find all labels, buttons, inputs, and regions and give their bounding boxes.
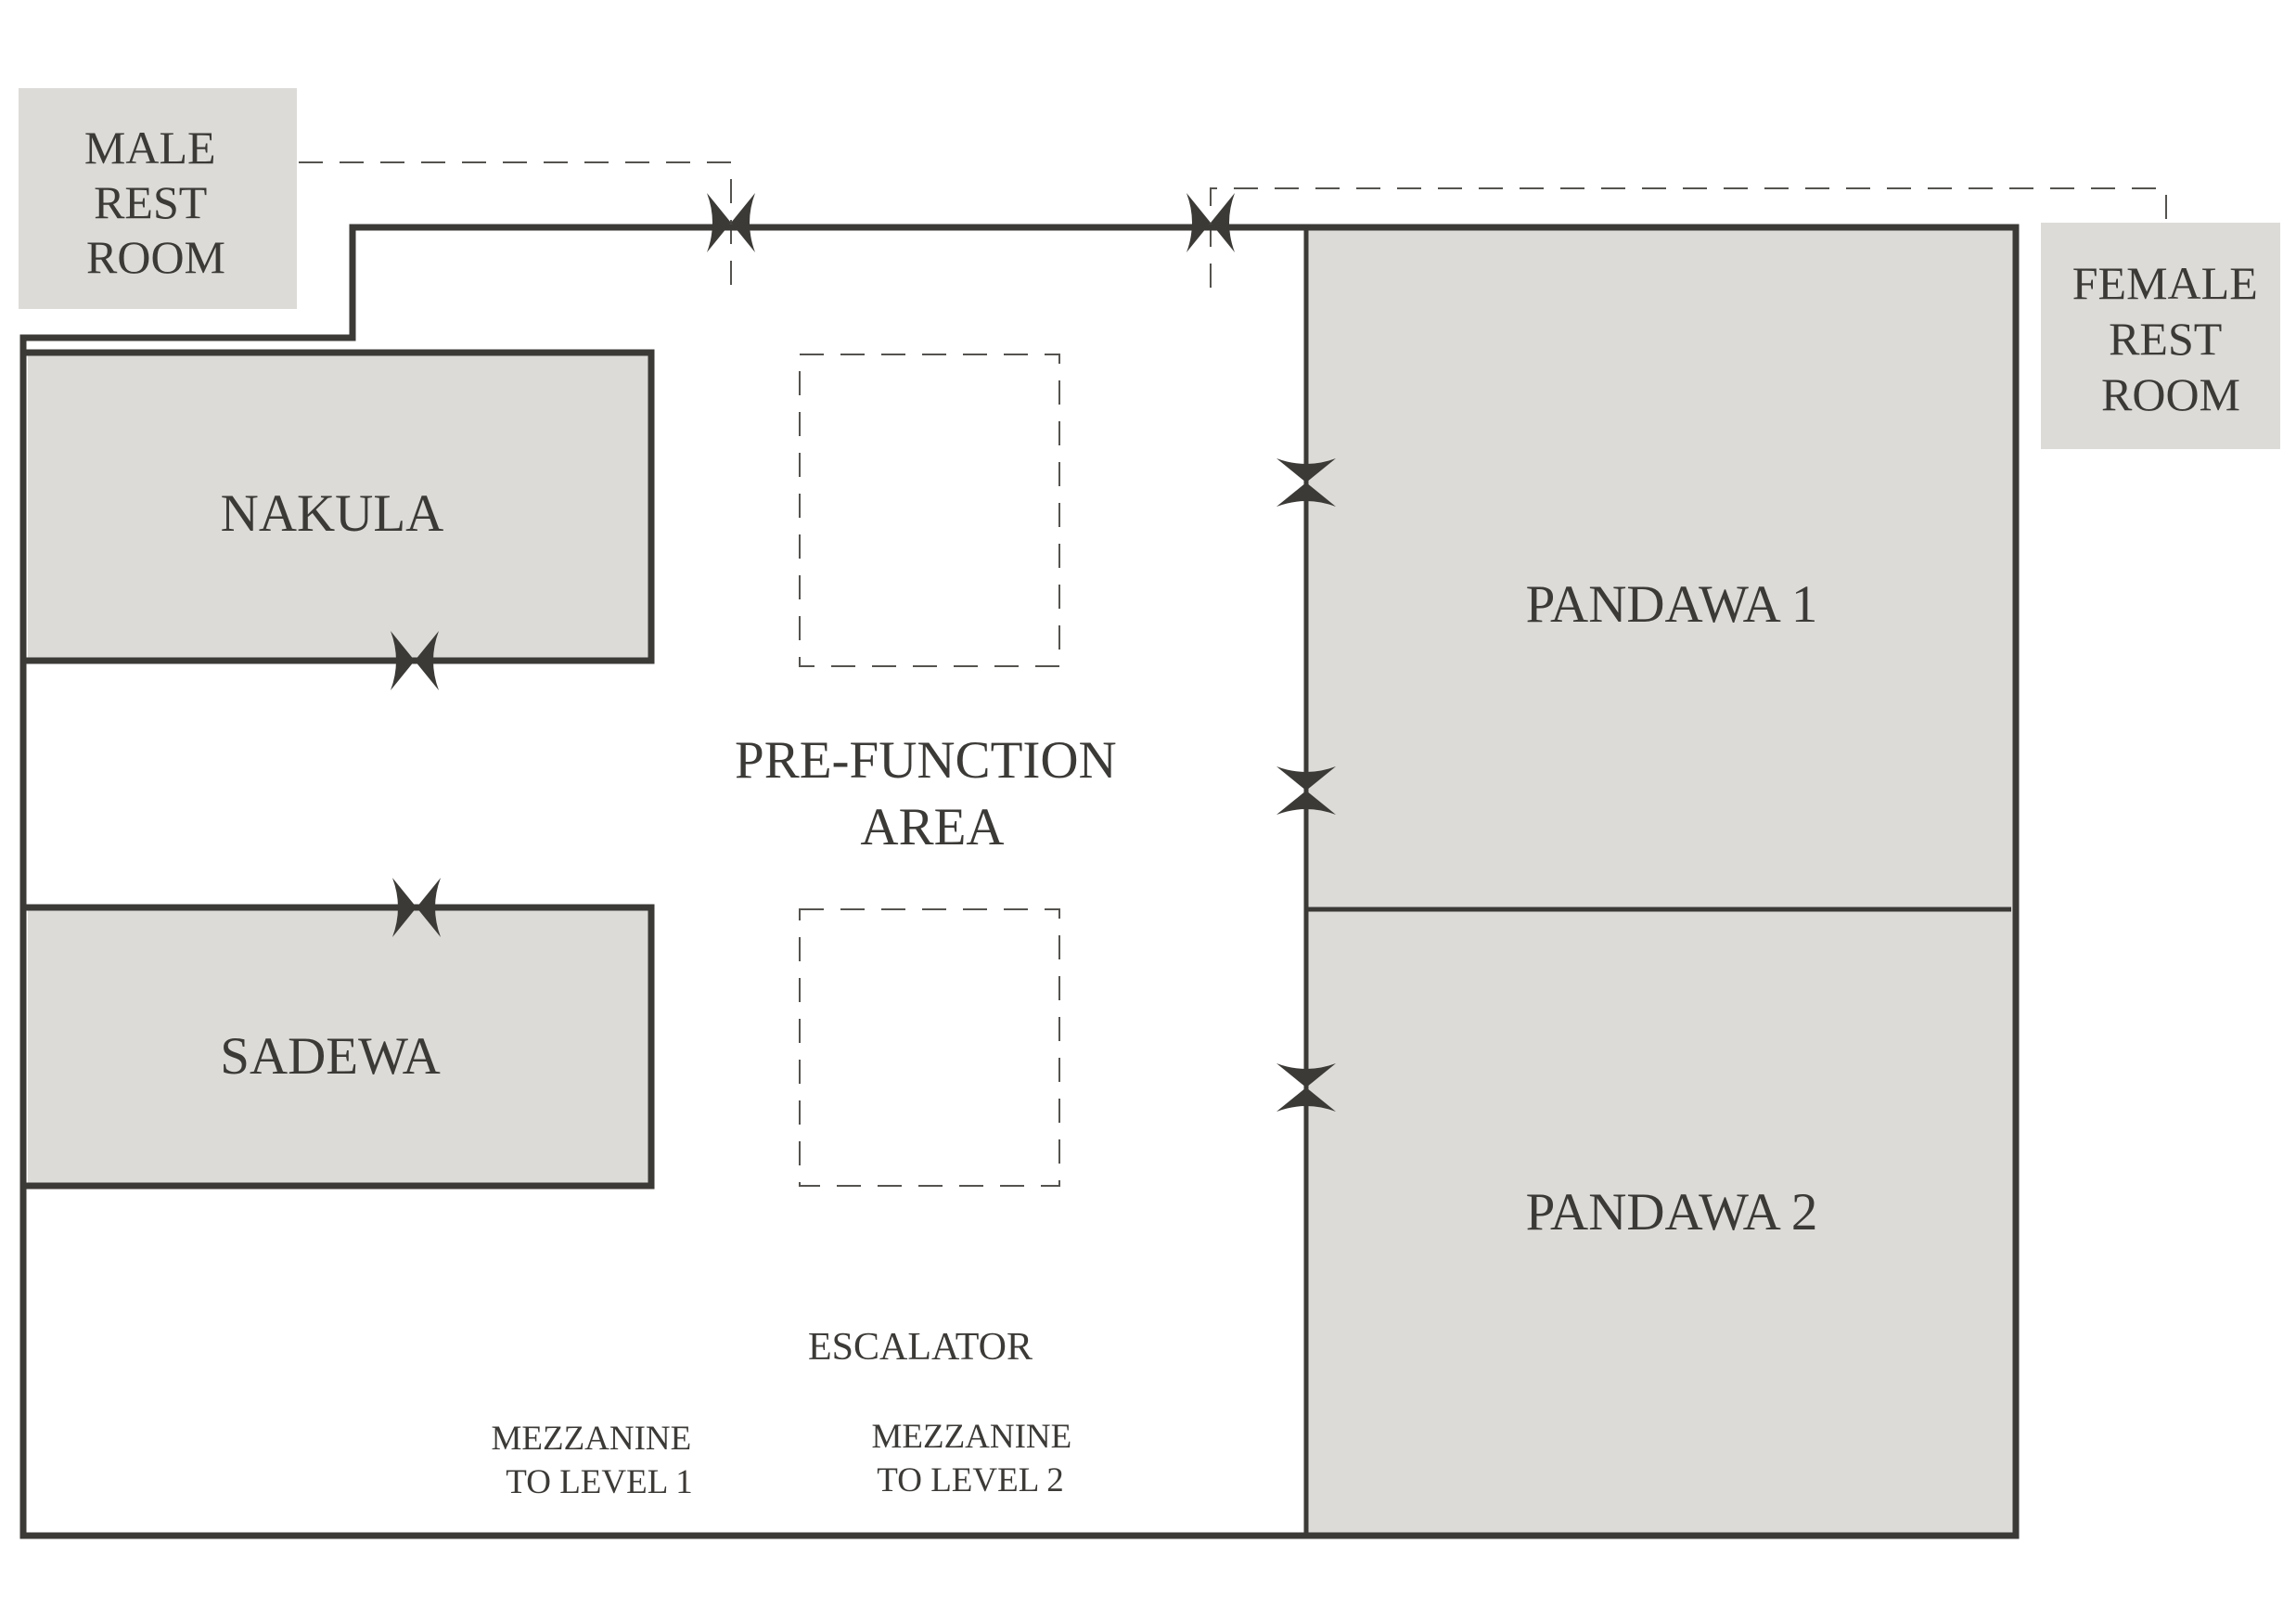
female-restroom-block[interactable]	[2041, 223, 2280, 449]
door-icon[interactable]	[391, 631, 439, 690]
door-icon[interactable]	[392, 878, 441, 937]
mezzanine-level-1-label: MEZZANINE TO LEVEL 1	[491, 1420, 699, 1501]
pandawa-1-room[interactable]	[1306, 227, 2016, 909]
pandawa-1-label: PANDAWA 1	[1526, 575, 1818, 634]
male-restroom-label: MALE REST ROOM	[84, 122, 227, 283]
male-restroom-path	[299, 161, 732, 302]
label-line: TO LEVEL 2	[877, 1461, 1063, 1499]
label-line: TO LEVEL 1	[506, 1463, 692, 1501]
void-outline-lower	[799, 908, 1060, 1187]
pandawa-2-room[interactable]	[1306, 909, 2016, 1536]
door-icon[interactable]	[1276, 766, 1336, 815]
door-icon[interactable]	[1276, 1063, 1336, 1112]
label-line: AREA	[860, 798, 1004, 856]
female-restroom-path	[1210, 187, 2167, 288]
sadewa-label: SADEWA	[220, 1027, 441, 1086]
pandawa-2-label: PANDAWA 2	[1526, 1183, 1818, 1241]
nakula-wall	[23, 349, 655, 664]
label-line: MEZZANINE	[491, 1420, 691, 1458]
label-line: ROOM	[86, 231, 225, 283]
door-icon[interactable]	[707, 193, 755, 252]
label-line: PRE-FUNCTION	[735, 731, 1117, 790]
female-restroom-label: FEMALE REST ROOM	[2072, 257, 2270, 420]
label-line: REST	[94, 176, 207, 228]
void-outline-upper	[799, 354, 1060, 667]
label-line: REST	[2109, 313, 2222, 365]
sadewa-room[interactable]	[28, 907, 651, 1186]
outer-wall	[19, 224, 2020, 1539]
label-line: FEMALE	[2072, 257, 2258, 309]
mezzanine-level-2-label: MEZZANINE TO LEVEL 2	[871, 1418, 1080, 1499]
label-line: MEZZANINE	[871, 1418, 1071, 1456]
male-restroom-block[interactable]	[19, 88, 297, 309]
nakula-label: NAKULA	[221, 484, 444, 543]
sadewa-wall	[23, 904, 655, 1190]
pre-function-area-label: PRE-FUNCTION AREA	[735, 731, 1130, 856]
label-line: ROOM	[2101, 368, 2240, 420]
door-icon[interactable]	[1186, 193, 1235, 252]
nakula-room[interactable]	[28, 353, 651, 661]
label-line: MALE	[84, 122, 216, 174]
door-icon[interactable]	[1276, 458, 1336, 507]
escalator-label: ESCALATOR	[808, 1326, 1033, 1369]
